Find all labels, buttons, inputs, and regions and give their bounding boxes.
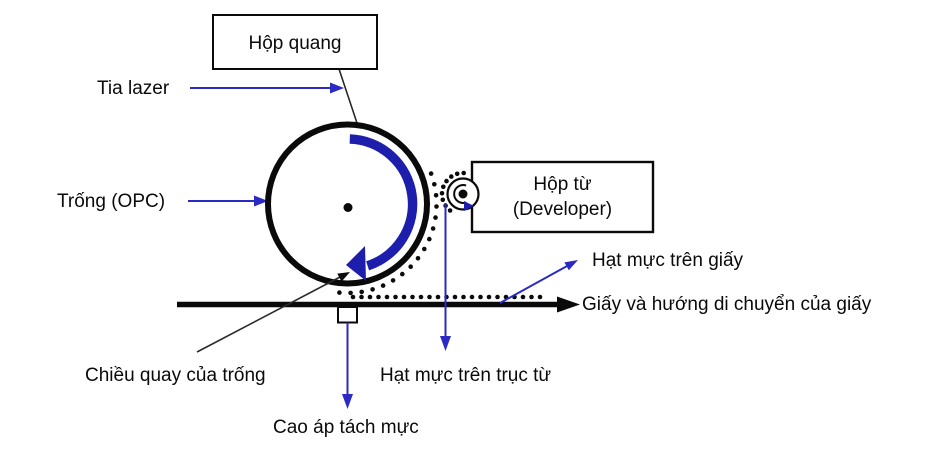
toner-dot — [370, 287, 375, 292]
laser-beam-arrowhead — [330, 82, 344, 94]
toner-dot — [350, 294, 356, 300]
toner-dot — [441, 184, 446, 190]
toner-dot — [359, 289, 365, 295]
roller-toner-dots — [439, 170, 467, 213]
toner-dot — [430, 226, 436, 231]
toner-dot — [408, 264, 414, 270]
toner-dot — [410, 294, 415, 300]
toner-dot — [447, 208, 453, 213]
toner-dot — [469, 294, 475, 300]
toner-dot — [449, 174, 454, 179]
drum-rotation-pointer-line — [196, 275, 343, 353]
toner-dot — [384, 294, 390, 300]
toner-dot — [478, 294, 483, 300]
roller-toner-label: Hạt mực trên trục từ — [380, 365, 551, 386]
paper-direction-label: Giấy và hướng di chuyển của giấy — [582, 294, 872, 315]
toner-dot — [359, 294, 364, 300]
optical-box-connector-line — [338, 68, 358, 124]
toner-dot — [452, 294, 458, 300]
toner-dot — [367, 294, 373, 300]
toner-dot — [440, 197, 446, 203]
toner-dot — [432, 182, 437, 187]
toner-on-paper-label: Hạt mực trên giấy — [592, 250, 744, 271]
developer-box — [470, 160, 655, 234]
toner-dot — [529, 294, 534, 300]
toner-on-paper-arrowhead — [564, 260, 578, 271]
roller-rotation-arrow-arc — [453, 184, 467, 204]
laser-label: Tia lazer — [97, 78, 170, 99]
corona-voltage-label: Cao áp tách mực — [273, 417, 419, 438]
toner-dot — [376, 294, 381, 300]
toner-dot — [433, 215, 438, 220]
drum-rotation-arc — [349, 134, 418, 271]
toner-dot — [427, 294, 432, 300]
toner-dot — [337, 290, 342, 295]
toner-dot — [444, 178, 449, 184]
drum-rotation-pointer-arrowhead — [337, 272, 350, 282]
drum-pointer-arrowhead — [254, 195, 268, 207]
toner-dot — [439, 191, 445, 196]
toner-dot — [461, 170, 467, 176]
toner-dot — [433, 193, 439, 198]
toner-dot — [434, 204, 439, 209]
drum-rotation-arc-arrowhead — [346, 246, 366, 281]
magnetic-roller-center-dot — [458, 189, 468, 199]
toner-dot — [435, 294, 441, 300]
developer-box-label-line1: Hộp từ — [533, 174, 591, 195]
corona-voltage-pointer-arrowhead — [342, 394, 353, 409]
toner-dot — [454, 171, 460, 177]
toner-dot — [400, 271, 405, 277]
toner-dot — [393, 294, 398, 300]
toner-dot — [415, 255, 421, 261]
paper-direction-arrowhead — [557, 296, 580, 313]
toner-dot — [537, 294, 543, 300]
toner-dot — [401, 294, 407, 300]
toner-dot — [390, 278, 396, 283]
toner-dot — [418, 294, 424, 300]
drum-toner-dots — [337, 171, 439, 296]
toner-dot — [495, 294, 500, 300]
roller-toner-pointer-arrowhead — [440, 336, 451, 351]
optical-box-label: Hộp quang — [249, 33, 342, 54]
roller-rotation-arrowhead — [464, 201, 474, 211]
toner-dot — [427, 236, 432, 242]
toner-dot — [348, 290, 353, 296]
toner-dot — [380, 283, 386, 288]
drum-label: Trống (OPC) — [57, 191, 165, 212]
toner-dot — [520, 294, 526, 300]
drum-center-dot — [343, 203, 353, 212]
optical-box — [212, 14, 378, 70]
toner-dot — [428, 171, 434, 176]
toner-dot — [486, 294, 492, 300]
transfer-square — [337, 306, 358, 324]
toner-dot — [461, 294, 466, 300]
drum-rotation-label: Chiều quay của trống — [85, 365, 266, 386]
toner-dot — [422, 246, 427, 252]
toner-on-paper-arrow-line — [499, 264, 569, 304]
developer-box-label-line2: (Developer) — [513, 199, 612, 220]
